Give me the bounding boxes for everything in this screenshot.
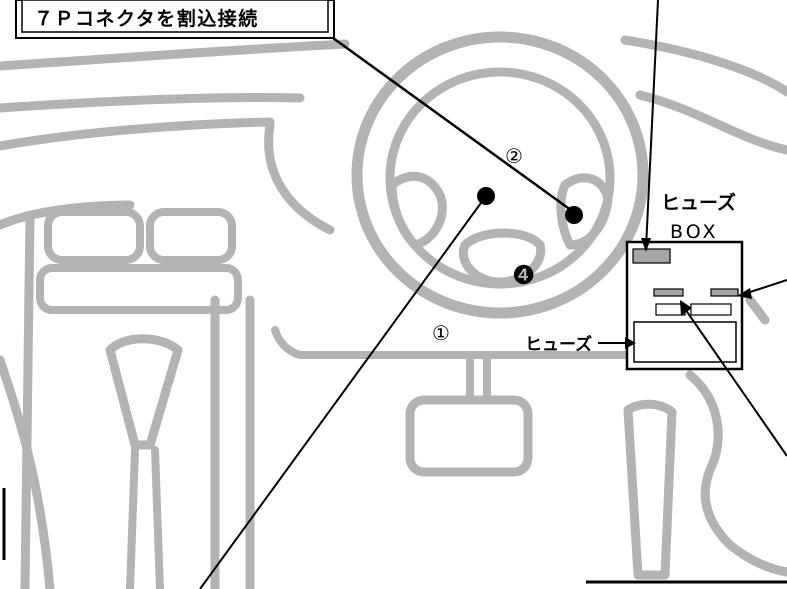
marker-two: ② xyxy=(505,144,523,168)
connector-dot-2 xyxy=(565,206,583,224)
connector-callout: ７Ｐコネクタを割込接続 xyxy=(15,0,335,39)
fuse-box-title-line1: ヒューズ xyxy=(661,191,736,214)
fuse-panel xyxy=(633,321,737,363)
gear-shift xyxy=(105,334,183,589)
fuse-label: ヒューズ xyxy=(525,334,592,355)
marker-four: ❹ xyxy=(512,261,535,291)
dashboard-outline xyxy=(0,35,787,589)
marker-one: ① xyxy=(432,321,450,345)
fuse-box-title-line2: BOX xyxy=(670,221,718,243)
steering-wheel xyxy=(351,31,649,399)
relay-block xyxy=(632,248,671,264)
fuse-slot-1 xyxy=(653,288,684,297)
fuse-slot-2 xyxy=(710,288,739,297)
connector-dot-1 xyxy=(477,187,495,205)
fuse-box xyxy=(625,240,744,371)
vent-panels xyxy=(36,208,242,314)
callout-text: ７Ｐコネクタを割込接続 xyxy=(34,7,259,30)
callout-box-inner xyxy=(21,0,329,33)
fuse-slot-4 xyxy=(690,303,732,316)
pedals xyxy=(405,395,677,580)
